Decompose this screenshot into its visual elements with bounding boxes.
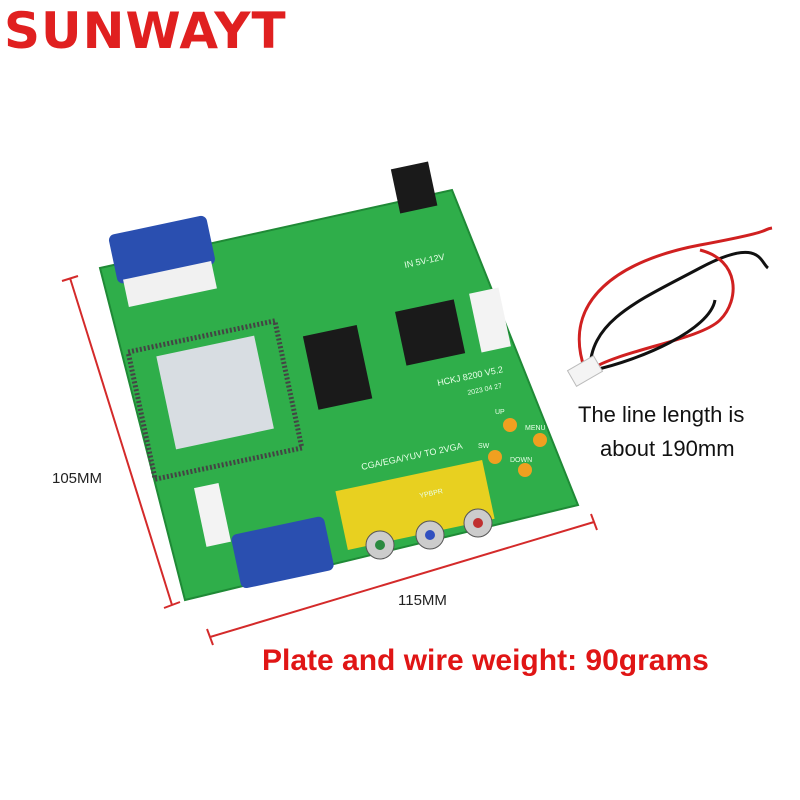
width-dimension-label: 115MM bbox=[398, 592, 447, 609]
rca-block bbox=[335, 460, 495, 550]
wire-cable bbox=[566, 226, 773, 387]
power-jack bbox=[390, 161, 438, 214]
brand-logo: SUNWAYT bbox=[4, 2, 287, 60]
wire-length-line1: The line length is bbox=[578, 402, 745, 427]
weight-caption: Plate and wire weight: 90grams bbox=[262, 644, 709, 677]
vga-connector-bottom bbox=[231, 516, 334, 589]
silk-menu: MENU bbox=[525, 425, 546, 432]
silk-input: YPBPR bbox=[419, 488, 444, 500]
height-dimension-label: 105MM bbox=[52, 470, 103, 487]
silk-up: UP bbox=[495, 409, 505, 416]
heatsink bbox=[156, 335, 274, 450]
chip bbox=[395, 299, 466, 366]
chip bbox=[302, 324, 373, 410]
wire-length-line2: about 190mm bbox=[600, 436, 735, 461]
wire-connector bbox=[566, 355, 604, 387]
silk-down: DOWN bbox=[510, 457, 532, 464]
pcb-board: HCKJ 8200 V5.2 2023 04 27 CGA/EGA/YUV TO… bbox=[98, 161, 580, 602]
silk-sw: SW bbox=[478, 443, 490, 450]
dimension-lines bbox=[61, 275, 598, 646]
